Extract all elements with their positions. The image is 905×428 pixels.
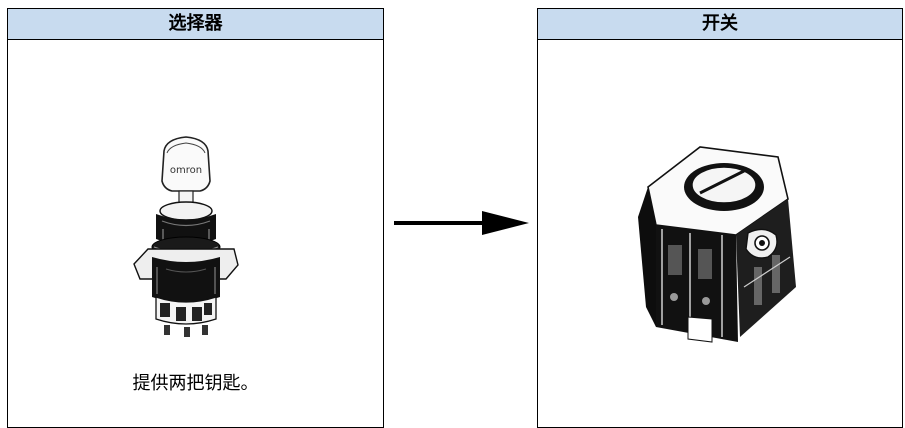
switch-panel: 开关 — [537, 8, 903, 428]
switch-panel-title: 开关 — [538, 9, 902, 40]
switch-contact-block-icon — [638, 146, 796, 343]
right-arrow-icon — [394, 211, 529, 235]
selector-caption: 提供两把钥匙。 — [132, 373, 259, 394]
selector-panel: 选择器 omron 提供两把钥匙。 — [7, 8, 384, 428]
selector-panel-title: 选择器 — [8, 9, 383, 40]
key-selector-switch-icon: omron — [133, 136, 239, 337]
key-brand-label: omron — [170, 165, 202, 176]
